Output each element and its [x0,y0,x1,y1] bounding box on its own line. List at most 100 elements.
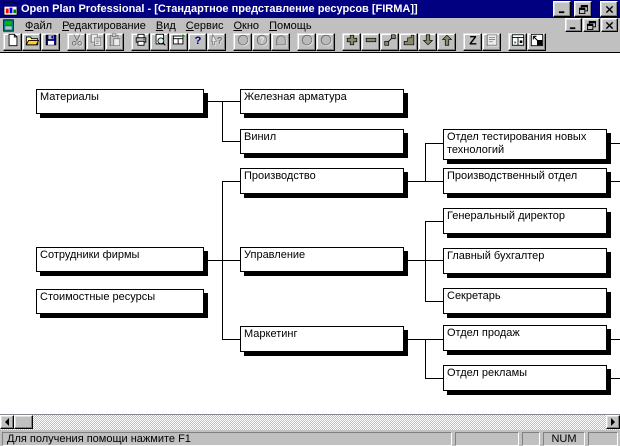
chart-connector-line [607,378,620,379]
org-node-general-director[interactable]: Генеральный директор [443,208,607,234]
window-title: Open Plan Professional - [Стандартное пр… [21,3,418,15]
org-node-production-dept[interactable]: Производственный отдел [443,168,607,194]
org-node-management[interactable]: Управление [240,247,404,272]
org-node-cost-resources[interactable]: Стоимостные ресурсы [36,289,204,314]
chart-connector-line [404,260,443,261]
context-help-icon: ? [210,32,224,52]
letter-z-icon: Z [466,33,480,52]
mdi-document-icon[interactable] [2,18,16,32]
mdi-close-button[interactable] [601,18,618,32]
toolbar-button-circle-shape [297,33,316,51]
toolbar-button-print-printer[interactable] [131,33,150,51]
menu-item-help[interactable]: Помощь [269,20,312,32]
toolbar-button-circle-shape [316,33,335,51]
toolbar-button-new-document[interactable] [3,33,22,51]
toolbar-group-window [508,33,546,51]
status-panel-5 [588,431,618,446]
org-node-chief-accountant[interactable]: Главный бухгалтер [443,248,607,274]
arrow-up-icon [440,33,454,52]
toolbar-button-circle-shape [233,33,252,51]
toolbar-button-window-tile[interactable] [508,33,527,51]
app-icon [2,1,18,17]
toolbar-button-help-question[interactable]: ? [188,33,207,51]
chart-connector-line [222,141,240,142]
chart-connector-line [222,181,223,339]
org-node-production[interactable]: Производство [240,168,404,194]
new-document-icon [6,33,20,52]
node-label: Главный бухгалтер [447,250,545,262]
mdi-minimize-button[interactable] [565,18,582,32]
svg-text:?: ? [259,36,264,45]
link-nodes-icon [383,33,397,52]
arrow-down-icon [421,33,435,52]
menu-item-edit[interactable]: Редактирование [62,20,146,32]
cut-scissors-icon [70,33,84,52]
org-node-secretary[interactable]: Секретарь [443,288,607,314]
window-tile-icon [511,33,525,52]
paste-clipboard-icon [108,32,122,52]
toolbar-button-context-help: ? [207,32,226,52]
org-node-iron-fittings[interactable]: Железная арматура [240,89,404,114]
scroll-right-button[interactable] [606,415,620,429]
org-node-advertising-dept[interactable]: Отдел рекламы [443,365,607,391]
minus-sign-icon [364,33,378,52]
toolbar-button-link-nodes[interactable] [380,33,399,51]
mdi-window-controls [565,18,618,32]
toolbar-button-arrow-down[interactable] [418,33,437,51]
toolbar-group-activity-a: ? [233,33,290,51]
org-node-employees[interactable]: Сотрудники фирмы [36,247,204,272]
menu-item-window[interactable]: Окно [233,20,260,32]
scrollbar-thumb[interactable] [14,415,33,429]
toolbar-button-letter-z[interactable]: Z [463,33,482,51]
toolbar-button-expand-corner[interactable] [527,33,546,51]
chart-connector-line [425,339,426,378]
node-label: Маркетинг [244,328,298,340]
org-node-materials[interactable]: Материалы [36,89,204,114]
toolbar-group-edit [67,32,124,52]
toolbar-button-save-diskette[interactable] [41,33,60,51]
print-printer-icon [134,33,148,52]
status-panel-3 [522,431,540,446]
menu-item-file[interactable]: Файл [25,20,53,32]
menu-item-view[interactable]: Вид [155,20,176,32]
toolbar-button-plus-sign[interactable] [342,33,361,51]
toolbar-button-steps[interactable] [399,33,418,51]
chart-connector-line [607,143,620,144]
node-label: Генеральный директор [447,210,565,222]
toolbar-button-open-folder[interactable] [22,33,41,51]
open-folder-icon [25,33,39,52]
horizontal-scrollbar[interactable] [0,414,620,430]
org-node-vinyl[interactable]: Винил [240,129,404,154]
chart-connector-line [607,181,620,182]
toolbar-button-circle-question: ? [252,33,271,51]
org-node-new-tech-testing[interactable]: Отдел тестирования новых технологий [443,129,607,160]
restore-button[interactable] [574,1,592,17]
notes-document-icon [485,33,499,52]
plus-sign-icon [345,33,359,52]
toolbar-button-minus-sign[interactable] [361,33,380,51]
mdi-restore-button[interactable] [583,18,600,32]
toolbar-button-arrow-up[interactable] [437,33,456,51]
svg-text:?: ? [216,35,221,45]
node-label: Секретарь [447,290,501,302]
close-button[interactable] [600,1,618,17]
node-label: Управление [244,249,306,261]
org-node-marketing[interactable]: Маркетинг [240,326,404,352]
org-node-sales-dept[interactable]: Отдел продаж [443,325,607,351]
toolbar-button-views-window[interactable] [169,33,188,51]
node-label: Винил [244,131,277,143]
svg-text:Z: Z [469,33,477,47]
toolbar: ??? Z [0,32,620,53]
minimize-button[interactable] [553,1,571,17]
node-label: Материалы [40,91,99,103]
chart-connector-line [222,339,240,340]
menu-item-tools[interactable]: Сервис [185,20,224,32]
scroll-left-button[interactable] [0,415,14,429]
toolbar-button-print-preview[interactable] [150,33,169,51]
left-arrow-icon [5,418,9,426]
node-label: Производственный отдел [447,170,578,182]
toolbar-group-output-help: ?? [131,32,226,52]
node-label: Отдел продаж [447,327,520,339]
title-bar: Open Plan Professional - [Стандартное пр… [0,0,620,18]
toolbar-group-view: Z [463,33,501,51]
